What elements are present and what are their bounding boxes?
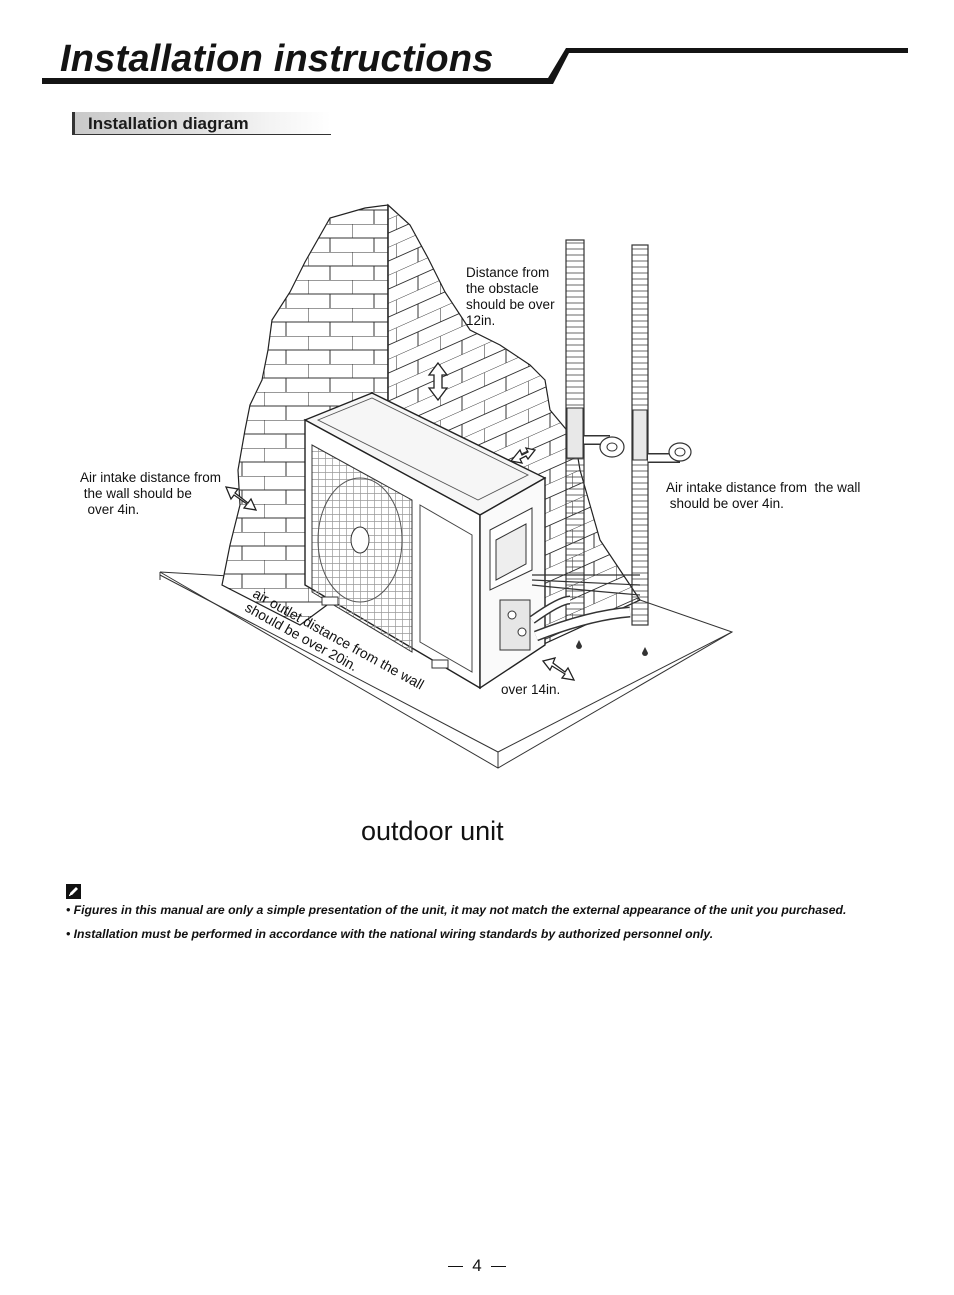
page-footer: 4 xyxy=(0,1256,954,1276)
installation-diagram xyxy=(159,203,734,769)
arrow-front-clearance xyxy=(541,657,576,681)
outdoor-unit xyxy=(303,392,547,690)
page-number: 4 xyxy=(472,1256,482,1275)
section-title: Installation diagram xyxy=(88,114,249,133)
pencil-note-icon xyxy=(66,884,81,899)
label-left-intake: Air intake distance from the wall should… xyxy=(80,470,222,517)
note-line: • Installation must be performed in acco… xyxy=(66,927,714,941)
section-tab xyxy=(72,112,331,135)
label-front-clearance: over 14in. xyxy=(501,682,561,697)
label-right-intake: Air intake distance from the wall should… xyxy=(666,480,861,511)
page-number-dash xyxy=(490,1266,506,1268)
drain-pipe-right xyxy=(631,244,692,626)
refrigerant-lines xyxy=(529,574,648,656)
drain-pipe-left xyxy=(565,239,625,621)
arrow-top-clearance xyxy=(427,361,449,402)
page-title: Installation instructions xyxy=(60,38,494,80)
arrow-left-intake xyxy=(224,486,258,511)
label-top-clearance: Distance from the obstacle should be ove… xyxy=(466,265,555,328)
page-number-dash xyxy=(448,1266,464,1268)
title-rule xyxy=(42,48,908,84)
diagram-caption: outdoor unit xyxy=(361,816,504,846)
arrow-right-intake xyxy=(509,447,537,464)
note-line: • Figures in this manual are only a simp… xyxy=(66,903,847,917)
